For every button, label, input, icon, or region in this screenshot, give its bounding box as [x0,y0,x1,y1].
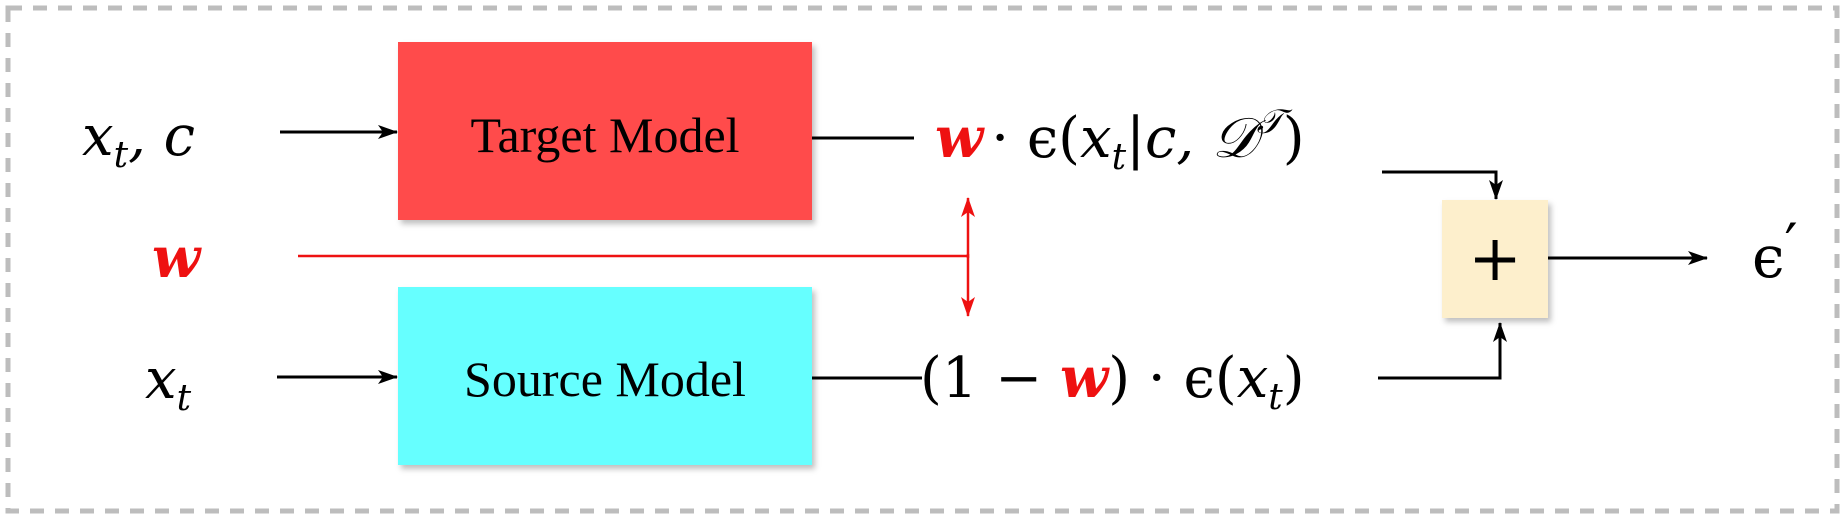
source-model-block: Source Model [398,287,812,465]
source-model-box [398,287,812,465]
sum-box [1442,200,1548,318]
sum-symbol: + [1468,222,1522,296]
source-model-label: Source Model [464,351,746,407]
target-model-label: Target Model [470,107,739,163]
source-term: (1 − w) · ϵ(xt) [920,345,1305,418]
input-top-label: xt, c [82,104,195,176]
target-term: w· ϵ(xt|c, 𝒟𝒯) [935,102,1305,178]
dashed-frame [5,5,1840,514]
target-model-block: Target Model [398,42,812,220]
target-to-sum-connector [1382,170,1503,200]
source-to-sum-connector [1378,322,1507,380]
output-label: ϵ′ [1752,211,1798,291]
target-model-box [398,42,812,220]
input-bottom-label: xt [145,347,192,419]
input-weight-label: w [152,225,202,291]
sum-node: + [1442,200,1548,318]
